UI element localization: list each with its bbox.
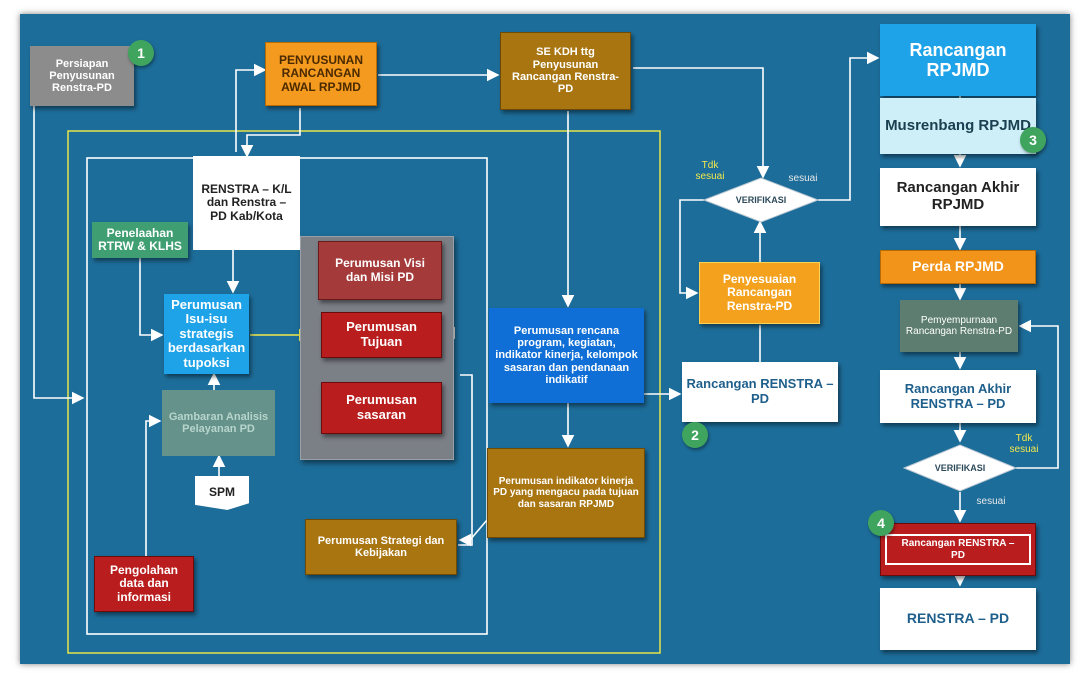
sesuai-1-label: sesuai [788,173,818,184]
pengolahan-box: Pengolahan data dan informasi [94,556,194,612]
rancangan-rpjmd-box: Rancangan RPJMD [880,24,1036,96]
indikator-kinerja-text: Perumusan indikator kinerja PD yang meng… [493,476,639,510]
rancangan-renstra-final-text: Rancangan RENSTRA – PD [901,538,1015,561]
perumusan-isu-box: Perumusan Isu-isu strategis berdasarkan … [164,294,249,374]
step-3-badge: 3 [1020,127,1046,153]
penyesuaian-text: Penyesuaian Rancangan Renstra-PD [722,271,797,313]
penelaahan-box: Penelaahan RTRW & KLHS [92,222,188,258]
strategi-box: Perumusan Strategi dan Kebijakan [305,519,457,575]
perda-box: Perda RPJMD [880,250,1036,284]
se-kdh-box: SE KDH ttg Penyusunan Rancangan Renstra-… [500,32,631,110]
persiapan-box: Persiapan Penyusunan Renstra-PD [30,46,134,106]
strategi-text: Perumusan Strategi dan Kebijakan [317,534,445,559]
tdk-sesuai-1-label: Tdk sesuai [695,160,725,182]
rancangan-akhir-rpjmd-text: Rancangan Akhir RPJMD [896,179,1020,213]
step-4-badge: 4 [868,510,894,536]
spm-text: SPM [208,485,235,500]
perumusan-isu-text: Perumusan Isu-isu strategis berdasarkan … [167,296,246,370]
renstra-pd-text: RENSTRA – PD [906,610,1010,627]
rencana-program-box: Perumusan rencana program, kegiatan, ind… [489,308,644,403]
indikator-kinerja-box: Perumusan indikator kinerja PD yang meng… [487,448,645,538]
renstra-kl-box: RENSTRA – K/L dan Renstra – PD Kab/Kota [193,156,300,250]
gambaran-text: Gambaran Analisis Pelayanan PD [168,410,269,435]
visi-misi-box: Perumusan Visi dan Misi PD [318,241,442,300]
sesuai-2-label: sesuai [976,496,1006,507]
tujuan-text: Perumusan Tujuan [346,319,417,349]
rancangan-renstra-mid-box: Rancangan RENSTRA – PD [682,362,838,422]
step-1-badge: 1 [128,40,154,66]
perda-text: Perda RPJMD [912,258,1004,275]
penyesuaian-box: Penyesuaian Rancangan Renstra-PD [699,262,820,324]
musrenbang-text: Musrenbang RPJMD [885,116,1031,134]
rancangan-renstra-final-box: Rancangan RENSTRA – PD [880,523,1036,576]
verifikasi-2-label: VERIFIKASI [934,463,986,473]
pemyempurnaan-text: Pemyempurnaan Rancangan Renstra-PD [905,314,1013,337]
spm-box: SPM [195,476,249,510]
gambaran-box: Gambaran Analisis Pelayanan PD [162,390,275,456]
penyusunan-awal-box: PENYUSUNAN RANCANGAN AWAL RPJMD [265,42,377,106]
sasaran-text: Perumusan sasaran [346,392,417,422]
rancangan-renstra-mid-text: Rancangan RENSTRA – PD [686,376,834,406]
se-kdh-text: SE KDH ttg Penyusunan Rancangan Renstra-… [512,46,619,96]
penyusunan-awal-text: PENYUSUNAN RANCANGAN AWAL RPJMD [278,52,363,94]
sasaran-box: Perumusan sasaran [321,382,442,434]
penelaahan-text: Penelaahan RTRW & KLHS [98,225,182,253]
pemyempurnaan-box: Pemyempurnaan Rancangan Renstra-PD [900,300,1018,352]
visi-misi-text: Perumusan Visi dan Misi PD [335,256,425,284]
renstra-pd-box: RENSTRA – PD [880,588,1036,650]
verifikasi-1-label: VERIFIKASI [735,195,787,205]
rancangan-akhir-rpjmd-box: Rancangan Akhir RPJMD [880,168,1036,226]
renstra-kl-text: RENSTRA – K/L dan Renstra – PD Kab/Kota [201,181,292,223]
step-2-badge: 2 [682,422,708,448]
rancangan-akhir-renstra-text: Rancangan Akhir RENSTRA – PD [904,380,1012,411]
musrenbang-box: Musrenbang RPJMD [880,98,1036,154]
tujuan-box: Perumusan Tujuan [321,312,442,358]
rencana-program-text: Perumusan rencana program, kegiatan, ind… [495,324,638,386]
tdk-sesuai-2-label: Tdk sesuai [1009,433,1039,455]
rancangan-akhir-renstra-box: Rancangan Akhir RENSTRA – PD [880,370,1036,423]
rancangan-renstra-final-inner: Rancangan RENSTRA – PD [885,534,1031,565]
rancangan-rpjmd-text: Rancangan RPJMD [909,39,1007,80]
persiapan-text: Persiapan Penyusunan Renstra-PD [49,57,115,95]
pengolahan-text: Pengolahan data dan informasi [109,562,178,604]
